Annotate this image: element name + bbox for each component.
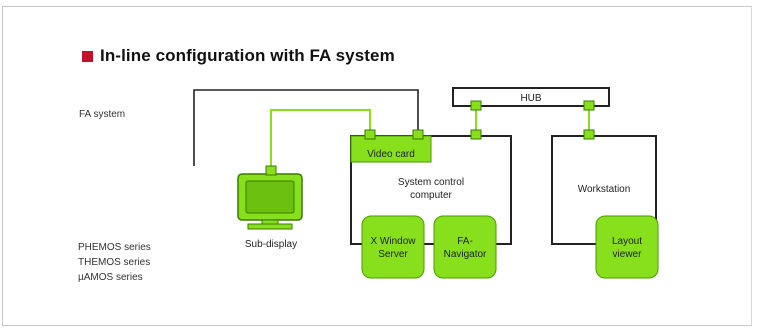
series-item: PHEMOS series — [78, 242, 151, 253]
system-control-computer-label: computer — [410, 190, 452, 201]
video-card-port — [412, 129, 424, 140]
x-window-server-label: Server — [378, 249, 408, 260]
fa-navigator-label: Navigator — [444, 249, 487, 260]
monitor-icon — [237, 173, 303, 230]
workstation-network-port — [583, 129, 595, 140]
hub-box — [452, 87, 610, 107]
monitor-port — [265, 165, 277, 176]
figure-frame — [2, 6, 752, 326]
series-list: PHEMOS series THEMOS series µAMOS series — [78, 240, 151, 285]
layout-viewer-label: Layout — [612, 236, 642, 247]
hub-label: HUB — [520, 93, 541, 104]
series-item: µAMOS series — [78, 272, 143, 283]
title-text: In-line configuration with FA system — [100, 46, 395, 65]
hub-port — [583, 100, 595, 111]
hub-port — [470, 100, 482, 111]
x-window-server-label: X Window — [370, 236, 416, 247]
fa-system-label: FA system — [79, 109, 126, 120]
fa-navigator-label: FA- — [457, 236, 473, 247]
x-window-server-box — [361, 215, 425, 279]
series-item: THEMOS series — [78, 257, 151, 268]
fa-system-line — [193, 89, 419, 166]
fa-navigator-box — [433, 215, 497, 279]
video-card-box — [350, 135, 432, 163]
layout-viewer-box — [595, 215, 659, 279]
sub-display-label: Sub-display — [245, 239, 297, 250]
layout-viewer-label: viewer — [613, 249, 643, 260]
workstation-label: Workstation — [578, 184, 631, 195]
figure-title: In-line configuration with FA system — [82, 46, 395, 66]
video-card-port — [364, 129, 376, 140]
video-cable — [270, 109, 371, 167]
computer-network-port — [470, 129, 482, 140]
title-bullet-icon — [82, 50, 93, 62]
system-control-computer-label: System control — [398, 177, 464, 188]
video-card-label: Video card — [367, 149, 415, 160]
